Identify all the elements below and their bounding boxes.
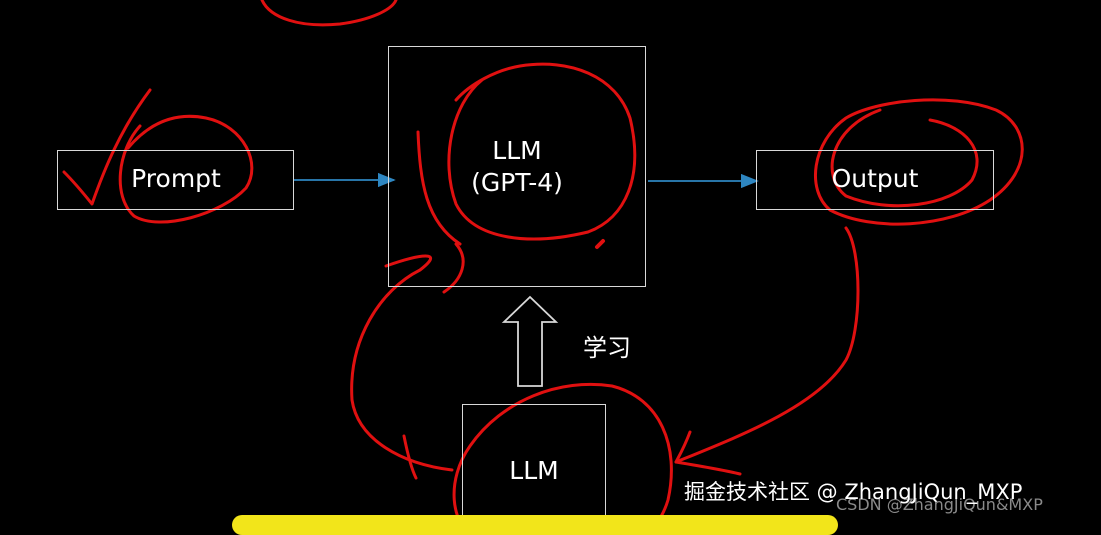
learn-up-arrow [501,295,559,387]
annotation-right-loop-arrowhead [674,430,742,476]
annotation-bottom-llm-circle [452,382,673,524]
annotation-top-scribble [260,0,398,27]
csdn-watermark: CSDN @ZhangJiQun&MXP [836,495,1043,514]
llm-bottom-node [462,404,606,534]
yellow-highlight-bar [232,515,838,535]
llm-main-node [388,46,646,287]
prompt-label: Prompt [131,164,221,193]
annotation-llm-left-stroke [416,130,462,246]
diagram-connectors [62,0,1024,524]
annotation-check-mark [62,88,152,206]
annotation-pen-mark [595,239,605,249]
annotation-right-loop [674,226,860,464]
llm-bottom-label: LLM [509,456,559,485]
annotation-left-loop [350,242,465,472]
annotation-llm-circle [447,62,637,241]
llm-main-label-line1: LLM [492,136,542,165]
annotation-output-circle-outer [813,98,1024,226]
learn-label: 学习 [583,334,631,362]
annotation-prompt-circle [118,114,254,224]
llm-main-label-line2: (GPT-4) [471,168,563,197]
output-node [756,150,994,210]
red-annotations [62,0,1024,524]
output-label: Output [831,164,919,193]
diagram-canvas: Prompt LLM (GPT-4) Output LLM 学习 CSDN @Z… [57,0,1043,535]
juejin-watermark: 掘金技术社区 @ ZhangJiQun_MXP [684,480,1023,504]
prompt-node [57,150,294,210]
annotation-left-loop-hook [402,434,418,480]
